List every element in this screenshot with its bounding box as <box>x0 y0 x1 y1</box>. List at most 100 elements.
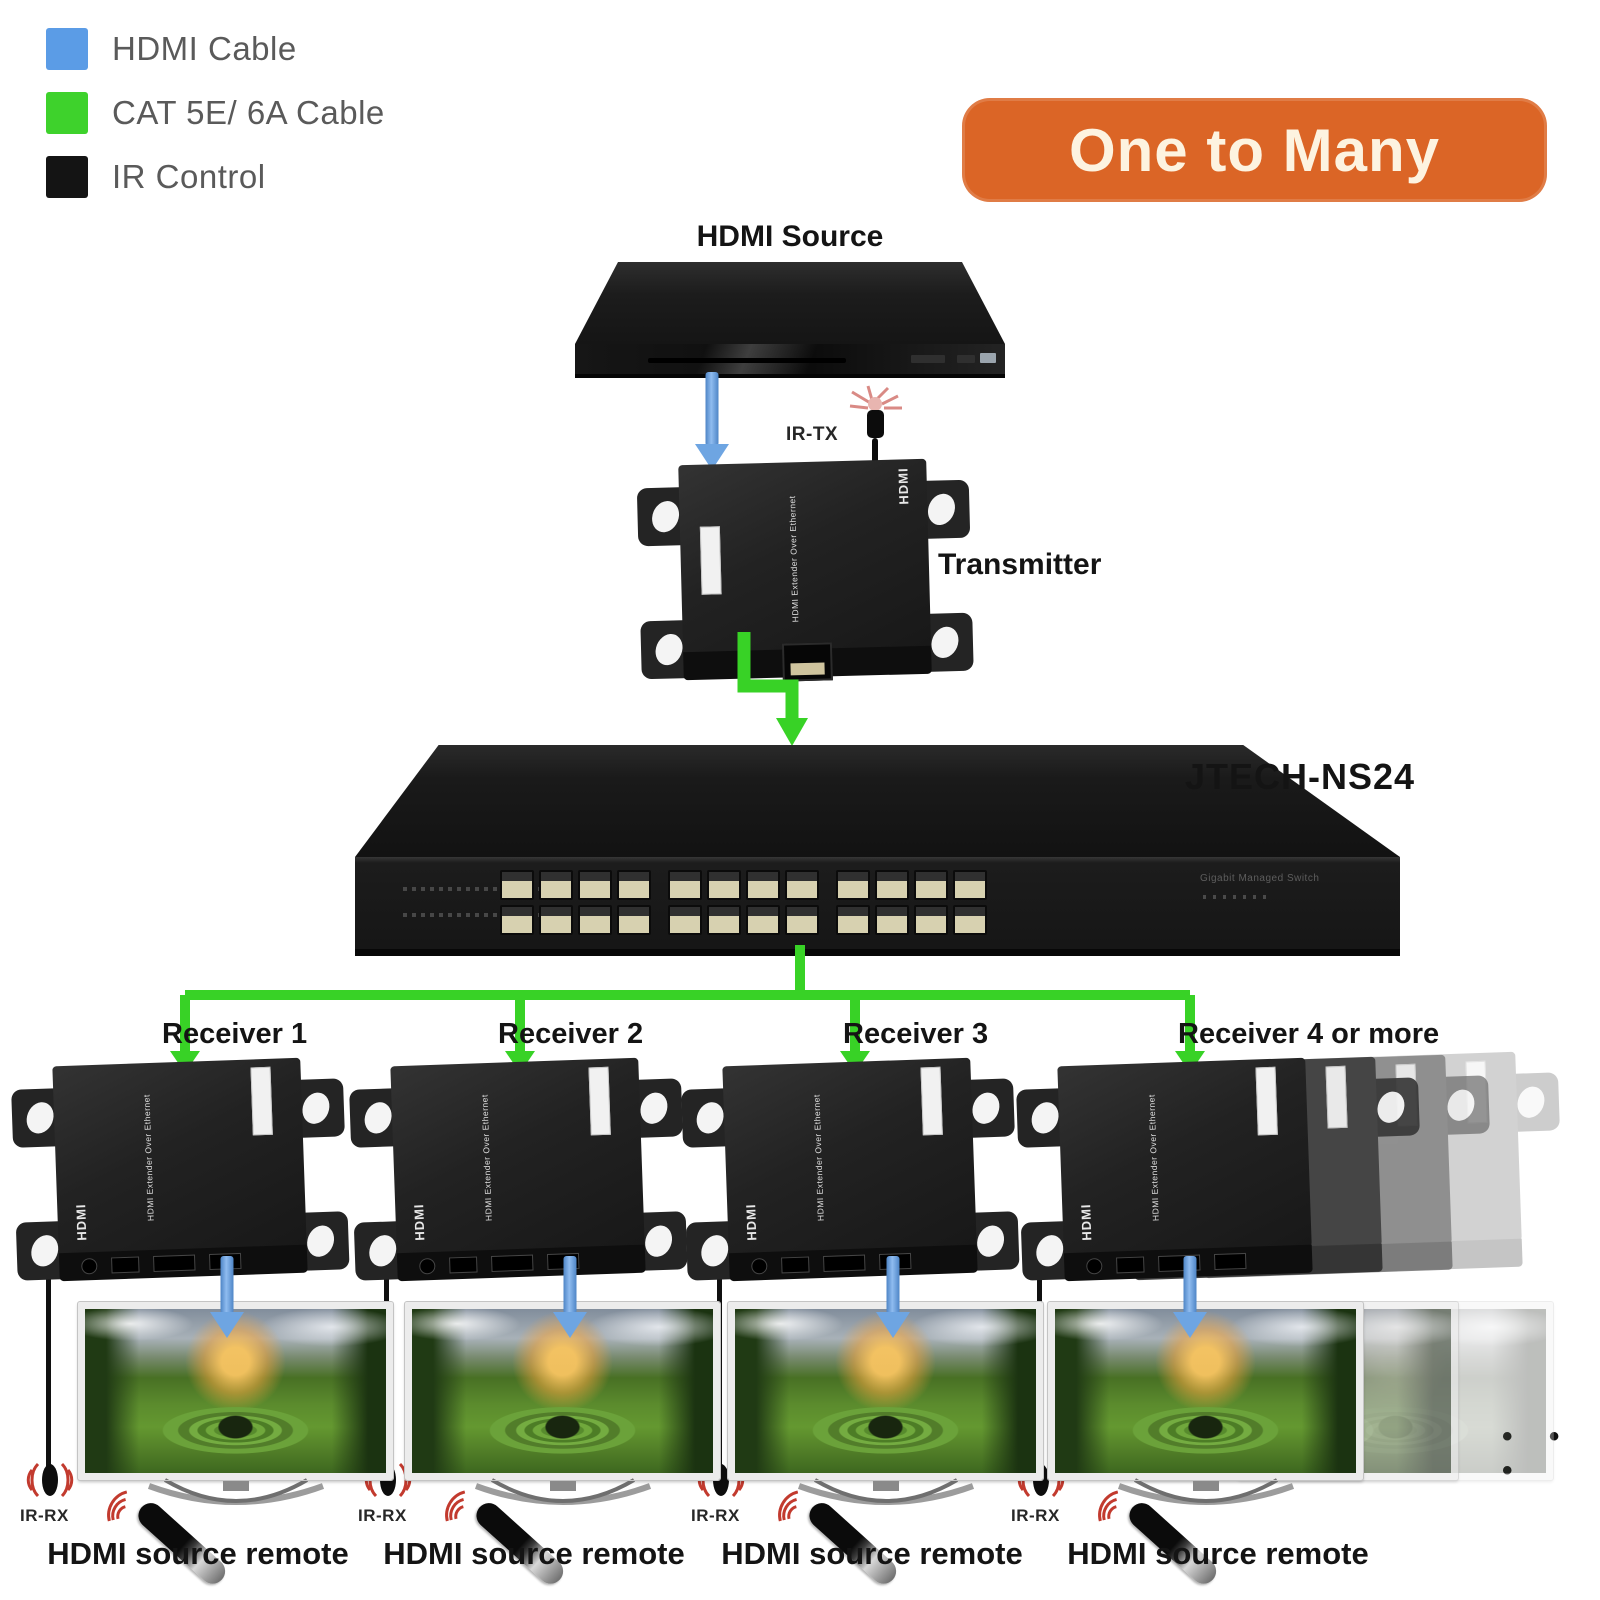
rj45-port <box>746 905 780 935</box>
hdmi-logo: HDMI <box>1078 1203 1095 1241</box>
switch-status-leds <box>1203 895 1273 899</box>
ir-port <box>1116 1256 1145 1274</box>
port-group <box>500 870 651 935</box>
device-model-text: HDMI Extender Over Ethernet <box>1146 1094 1162 1222</box>
rj45-in-port <box>491 1254 534 1272</box>
rj45-port <box>746 870 780 900</box>
remote-caption: HDMI source remote <box>383 1536 685 1571</box>
more-items-ellipsis: • • • <box>1502 1420 1574 1487</box>
legend-label: CAT 5E/ 6A Cable <box>112 94 385 131</box>
player-top-face <box>575 262 1005 344</box>
port-group <box>836 870 987 935</box>
ir-port <box>449 1256 478 1274</box>
mounting-hole <box>297 1088 334 1128</box>
ir-signal-icon <box>107 1490 128 1522</box>
legend-label: HDMI Cable <box>112 30 297 67</box>
device-model-text: HDMI Extender Over Ethernet <box>141 1094 157 1222</box>
remote-caption: HDMI source remote <box>1067 1536 1369 1571</box>
mounting-hole <box>967 1088 1004 1128</box>
power-jack <box>419 1257 436 1275</box>
cat-cable-swatch <box>46 92 88 134</box>
hdmi-logo: HDMI <box>73 1203 90 1241</box>
rj45-port <box>785 870 819 900</box>
rj45-port <box>953 870 987 900</box>
hdmi-out-port <box>1213 1252 1247 1271</box>
rj45-port <box>617 870 651 900</box>
hdmi-source-device <box>575 262 1005 378</box>
ir-extension-cable <box>46 1258 51 1470</box>
hdmi-cable-arrow <box>1173 1256 1207 1346</box>
power-jack <box>751 1257 768 1275</box>
receiver-body: HDMI Extender Over Ethernet HDMI <box>52 1057 307 1256</box>
rj45-port <box>500 905 534 935</box>
ir-port <box>781 1256 810 1274</box>
receiver-device-2: HDMI Extender Over Ethernet HDMI <box>349 1057 688 1282</box>
receiver-device-4: HDMI Extender Over Ethernet HDMI <box>1016 1057 1338 1282</box>
hdmi-logo: HDMI <box>411 1203 428 1241</box>
player-button <box>956 354 975 363</box>
legend-label: IR Control <box>112 158 266 195</box>
receiver4-label: Receiver 4 or more <box>1178 1018 1440 1050</box>
rj45-port <box>539 870 573 900</box>
mounting-hole <box>635 1088 672 1128</box>
rj45-in-port <box>823 1254 866 1272</box>
switch-port-block <box>500 870 987 935</box>
receiver3-label: Receiver 3 <box>843 1018 989 1050</box>
port-group <box>668 870 819 935</box>
rj45-port <box>578 905 612 935</box>
mounting-hole <box>302 1221 339 1261</box>
legend-item-cat: CAT 5E/ 6A Cable <box>46 92 385 134</box>
switch-model-label: JTECH-NS24 <box>1185 756 1416 797</box>
rj45-port <box>836 870 870 900</box>
cat-cable-elbow <box>737 632 808 746</box>
device-model-text: HDMI Extender Over Ethernet <box>479 1094 495 1222</box>
hdmi-cable-arrow <box>876 1256 910 1346</box>
rj45-port <box>953 905 987 935</box>
rj45-port <box>914 905 948 935</box>
remote-caption: HDMI source remote <box>721 1536 1023 1571</box>
tv-stand <box>147 1478 324 1505</box>
hdmi-cable-arrow <box>210 1256 244 1346</box>
switch-panel-text: Gigabit Managed Switch <box>1200 873 1320 884</box>
hdmi-cable-arrow <box>553 1256 587 1346</box>
switch-top-face <box>355 745 1400 857</box>
hdmi-cable-swatch <box>46 28 88 70</box>
power-jack <box>81 1257 98 1275</box>
rj45-port <box>707 905 741 935</box>
receiver-device-3: HDMI Extender Over Ethernet HDMI <box>681 1057 1020 1282</box>
tv-stand <box>1117 1478 1294 1505</box>
device-sticker <box>588 1066 611 1136</box>
remote-caption: HDMI source remote <box>47 1536 349 1571</box>
device-sticker <box>250 1066 273 1136</box>
receiver-body: HDMI Extender Over Ethernet HDMI <box>390 1057 645 1256</box>
ir-port <box>111 1256 140 1274</box>
hdmi-logo: HDMI <box>743 1203 760 1241</box>
ir-rx-label: IR-RX <box>691 1506 740 1525</box>
cat-cable-tree <box>170 945 1205 1073</box>
hdmi-logo: HDMI <box>895 467 912 505</box>
ir-rx-label: IR-RX <box>358 1506 407 1525</box>
receiver-body: HDMI Extender Over Ethernet HDMI <box>1057 1057 1312 1256</box>
receiver1-label: Receiver 1 <box>162 1018 308 1050</box>
legend-item-hdmi: HDMI Cable <box>46 28 297 70</box>
ir-signal-icon <box>445 1490 466 1522</box>
tv-stand <box>474 1478 651 1505</box>
rj45-port <box>914 870 948 900</box>
switch-led-row <box>403 913 543 917</box>
rj45-port <box>539 905 573 935</box>
mounting-hole <box>923 489 960 530</box>
device-sticker <box>1255 1066 1278 1136</box>
ir-signal-icon <box>778 1490 799 1522</box>
ir-signal-icon <box>1098 1490 1119 1522</box>
player-front-face <box>575 344 1005 378</box>
mounting-hole <box>972 1221 1009 1261</box>
tv-stand <box>797 1478 974 1505</box>
hdmi-source-label: HDMI Source <box>696 220 884 253</box>
mounting-hole <box>926 622 964 663</box>
receiver-body: HDMI Extender Over Ethernet HDMI <box>722 1057 977 1256</box>
switch-led-row <box>403 887 543 891</box>
rj45-port <box>707 870 741 900</box>
rj45-port <box>668 870 702 900</box>
ir-rx-receiver-icon <box>26 1462 74 1498</box>
rj45-port <box>617 905 651 935</box>
